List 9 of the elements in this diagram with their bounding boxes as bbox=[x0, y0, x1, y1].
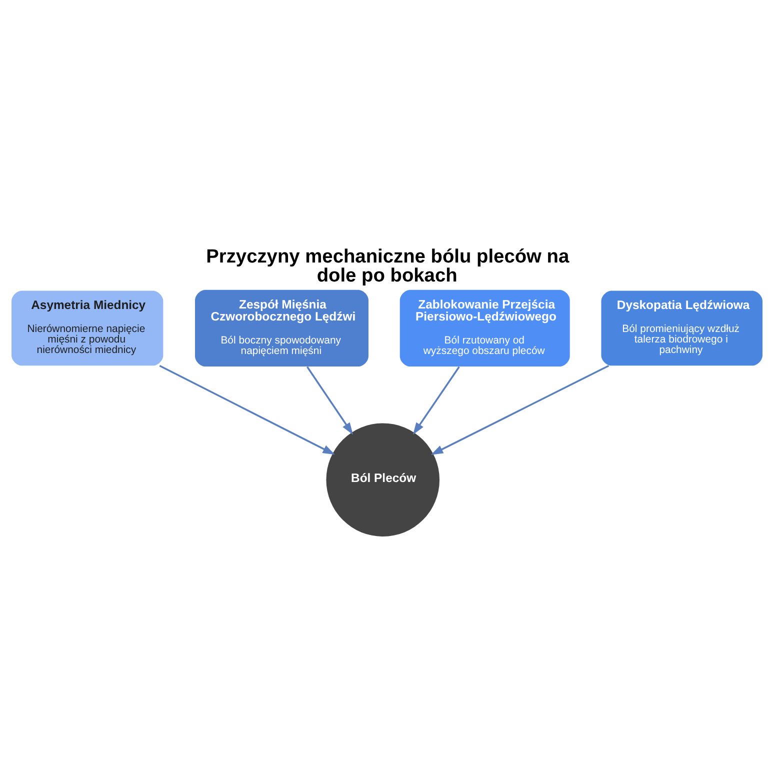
arrow bbox=[412, 366, 460, 434]
arrow bbox=[430, 364, 610, 454]
node-box: Zespół Mięśnia Czworobocznego Lędźwi Ból boczny spowodowany napięciem mięśni bbox=[195, 289, 368, 366]
node-box: Asymetria Miednicy Nierównomierne napięcie mięśni z powodu nierówności miednicy bbox=[12, 290, 164, 366]
arrow bbox=[306, 366, 354, 434]
node-box: Zablokowanie Przejścia Piersiowo-Lędźwiowego Ból rzutowany od wyższego obszaru pleców bbox=[400, 289, 570, 366]
arrow bbox=[159, 364, 335, 454]
diagram-title: Przyczyny mechaniczne bólu pleców na dole po bokach bbox=[206, 246, 570, 286]
node-box: Dyskopatia Lędźwiowa Ból promieniujący wzdłuż talerza biodrowego i pachwiny bbox=[601, 290, 762, 366]
